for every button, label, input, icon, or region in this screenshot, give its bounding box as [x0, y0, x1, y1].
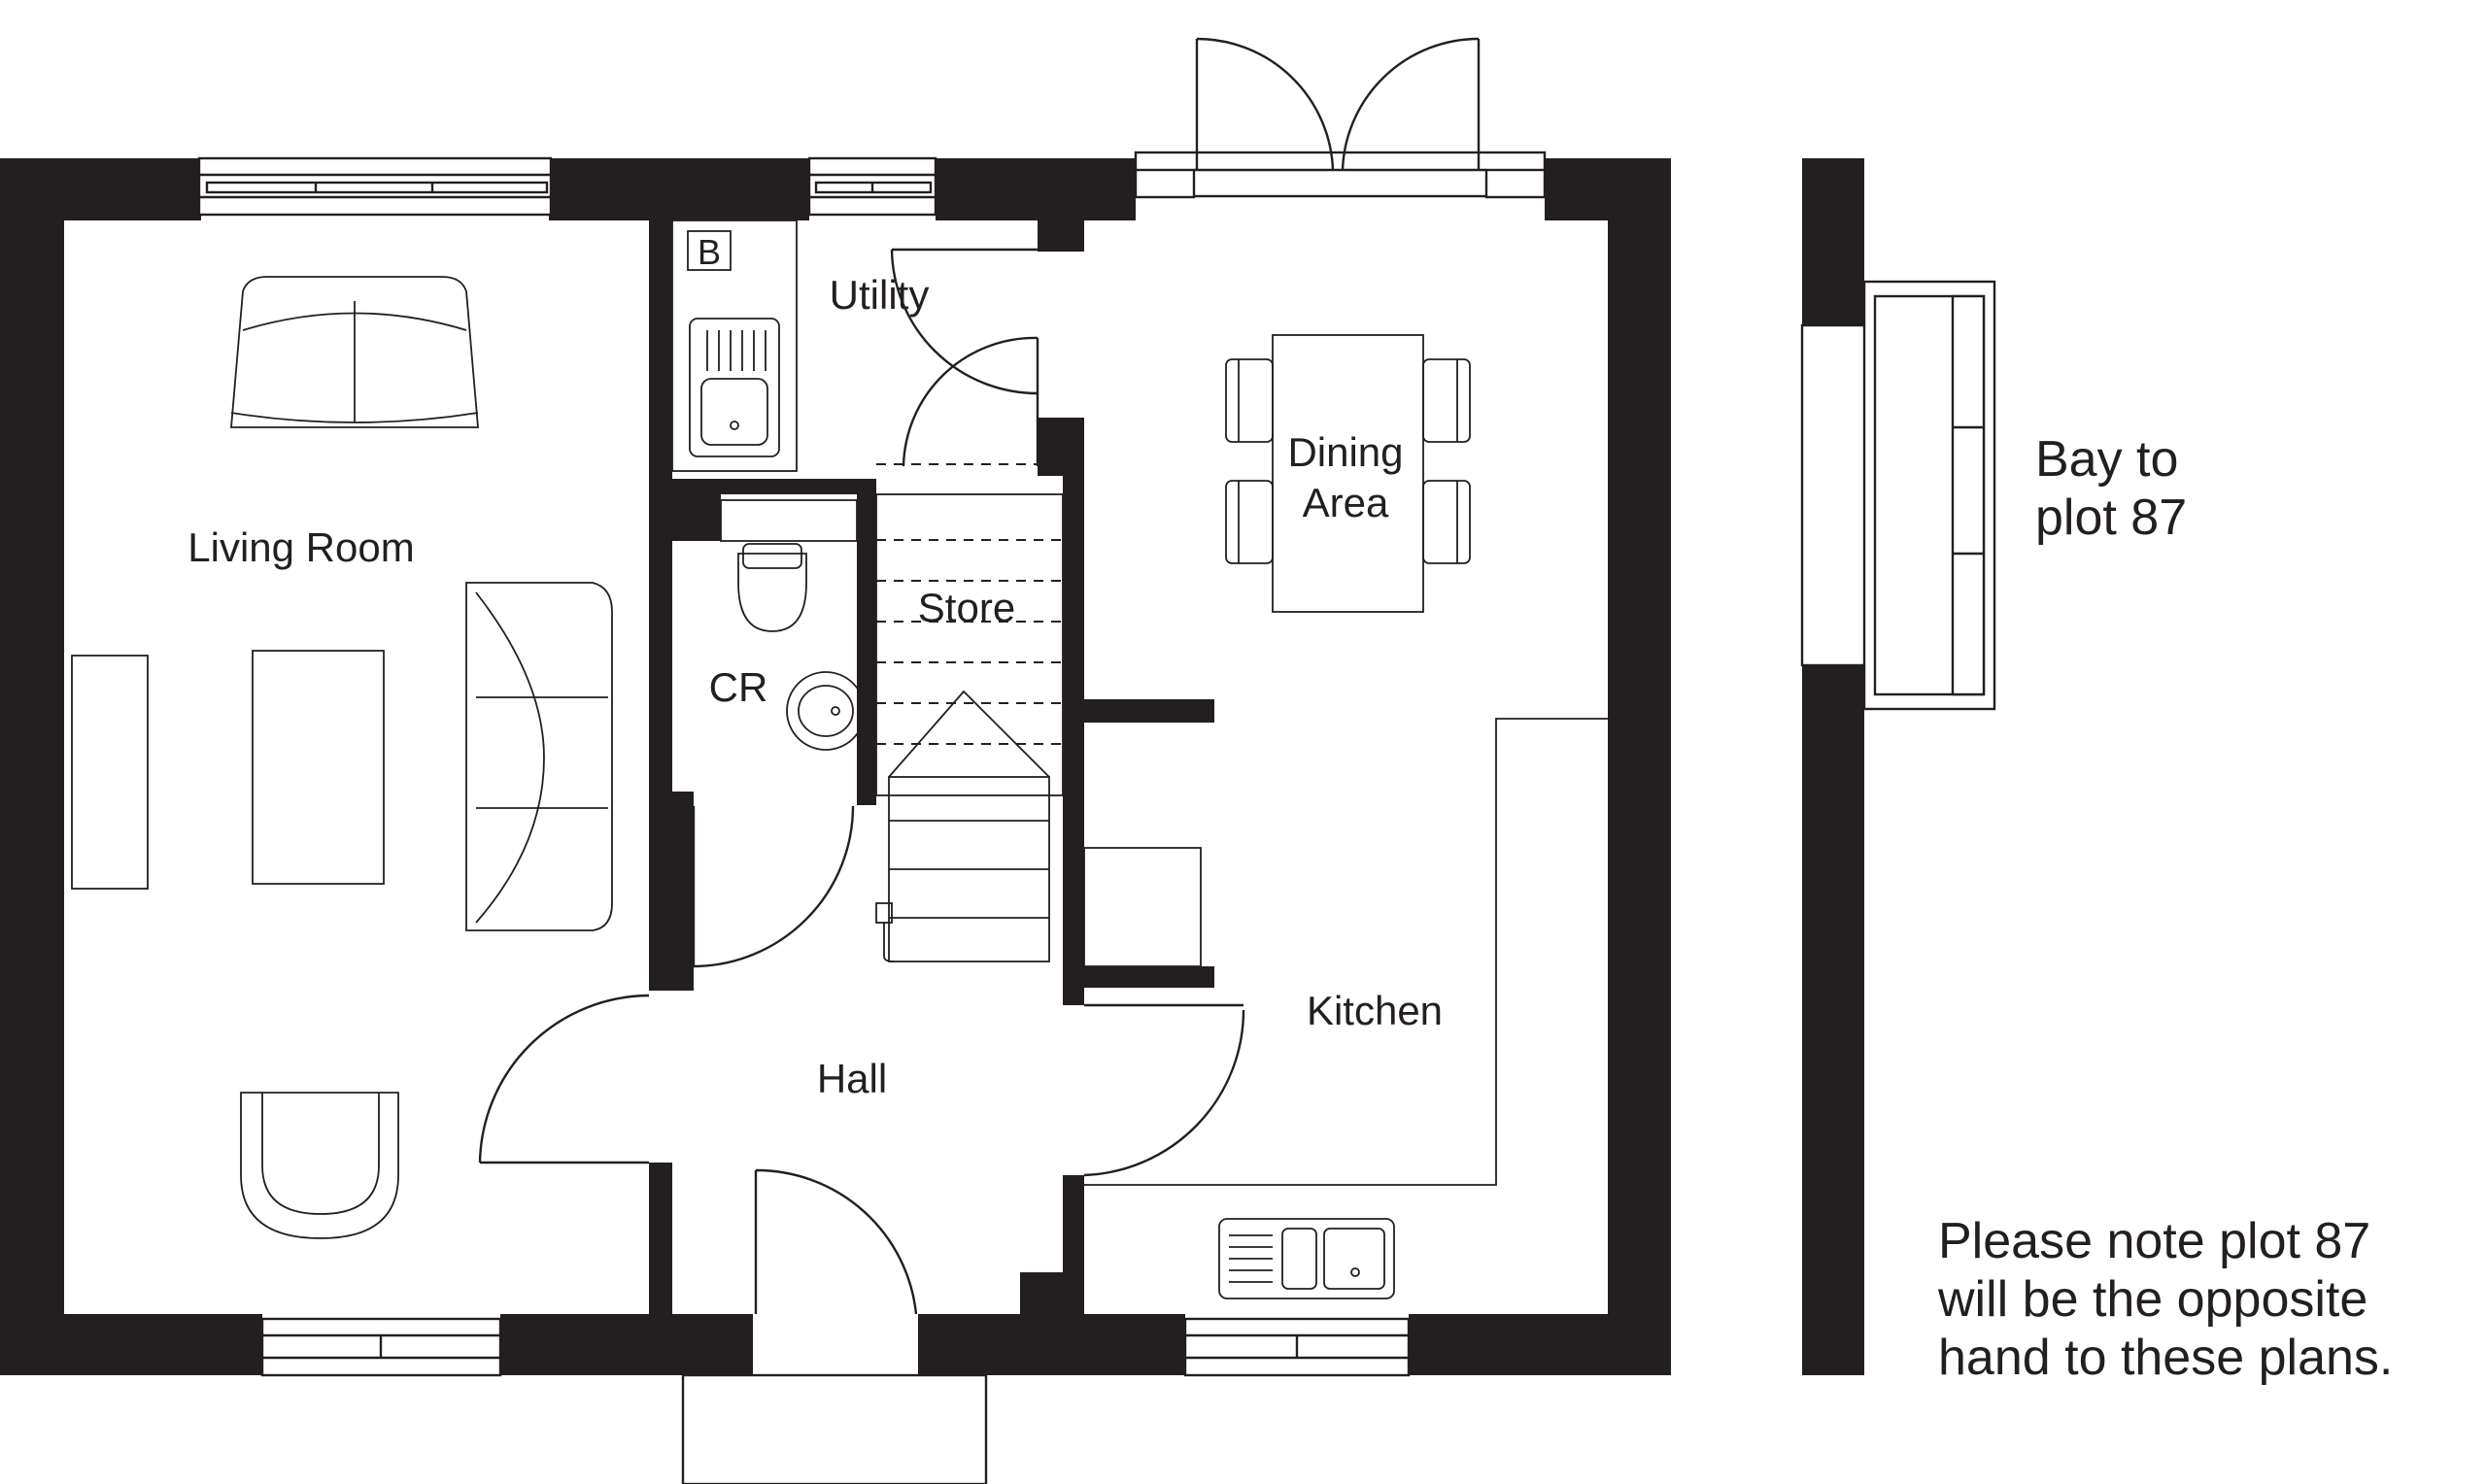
- chair-icon: [1422, 480, 1471, 564]
- boiler-label: B: [698, 232, 721, 272]
- hall-label: Hall: [817, 1056, 887, 1101]
- cr-label: CR: [709, 664, 768, 710]
- toilet-icon: [737, 553, 807, 632]
- dining-area-label-line2: Area: [1303, 480, 1389, 525]
- room-labels: Living Room Utility Dining Area Store CR…: [187, 272, 1443, 1101]
- living-room-furniture: [71, 276, 613, 1239]
- bay-note-line1: Bay to: [2035, 431, 2178, 488]
- bay-note-line2: plot 87: [2035, 489, 2187, 546]
- dining-furniture: [1225, 334, 1471, 613]
- chair-icon: [1225, 358, 1274, 443]
- kitchen-label: Kitchen: [1307, 988, 1443, 1033]
- dining-area-label-line1: Dining: [1287, 429, 1403, 475]
- kitchen-fixtures: [1084, 718, 1608, 1299]
- sofa-icon: [230, 276, 479, 428]
- plot-note-line1: Please note plot 87: [1938, 1213, 2370, 1269]
- front-door: [681, 1168, 988, 1484]
- store-label: Store: [918, 585, 1015, 630]
- plot-note-line3: hand to these plans.: [1938, 1330, 2393, 1386]
- kitchen-worktop: [1084, 718, 1608, 1186]
- utility-sink-icon: [689, 318, 780, 457]
- living-room-label: Living Room: [187, 524, 414, 570]
- armchair-icon: [240, 1092, 399, 1239]
- side-table-icon: [71, 655, 149, 890]
- plot-note: Please note plot 87 will be the opposite…: [1937, 1213, 2393, 1386]
- utility-fixtures: B: [671, 219, 798, 472]
- boiler-icon: [687, 230, 732, 271]
- door-swings: [478, 248, 1245, 1177]
- chair-icon: [1225, 480, 1274, 564]
- basin-icon: [786, 671, 866, 751]
- outer-walls: [0, 158, 1671, 1375]
- kitchen-sink-icon: [1218, 1218, 1395, 1299]
- sofa-icon: [465, 582, 613, 931]
- coffee-table-icon: [252, 650, 385, 885]
- bay-note: Bay to plot 87: [2035, 431, 2187, 546]
- utility-label: Utility: [830, 272, 930, 318]
- bay-detail: [1800, 158, 1996, 1375]
- cr-fixtures: [720, 499, 866, 751]
- stairs: [875, 463, 1202, 967]
- chair-icon: [1422, 358, 1471, 443]
- windows: [197, 37, 1547, 1377]
- internal-walls: [649, 220, 1214, 1314]
- dining-table-icon: [1272, 334, 1424, 613]
- plot-note-line2: will be the opposite: [1937, 1271, 2368, 1328]
